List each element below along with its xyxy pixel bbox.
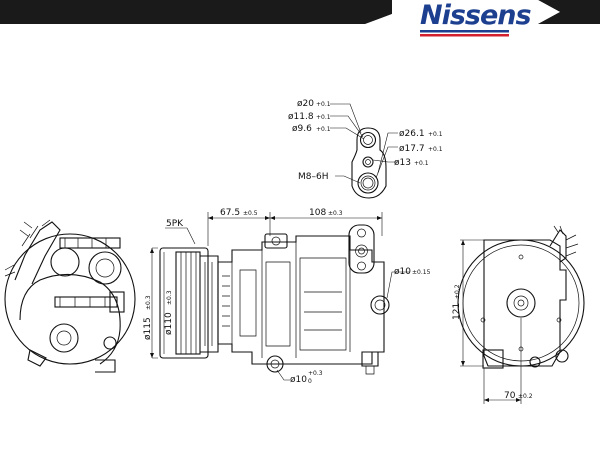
port-plate-detail: ø20 +0.1 ø11.8 +0.1 ø9.6 +0.1 ø26.1 +0.1…: [288, 99, 443, 199]
svg-text:±0.2: ±0.2: [454, 284, 461, 299]
dim-d115: ø115: [143, 317, 153, 340]
nissens-logo: Nissens: [420, 0, 533, 37]
svg-text:+0.1: +0.1: [316, 126, 331, 133]
callout-d13: ø13: [394, 158, 411, 168]
callout-d17-7: ø17.7: [399, 144, 425, 154]
dim-bolt-right: ø10: [394, 267, 411, 277]
svg-text:±0.5: ±0.5: [243, 210, 258, 217]
pulley-type-label: 5PK: [166, 219, 184, 229]
dim-bolt-bottom: ø10: [290, 375, 307, 385]
svg-text:±0.15: ±0.15: [412, 269, 431, 276]
logo-underline-blue: [420, 30, 509, 33]
dim-67-5: 67.5: [220, 208, 240, 218]
front-view: 121 ±0.2 70 ±0.2: [452, 225, 585, 404]
svg-text:+0.1: +0.1: [428, 146, 443, 153]
logo-underline-red: [420, 34, 509, 37]
callout-d26-1: ø26.1: [399, 129, 425, 139]
callout-d9-6: ø9.6: [292, 124, 312, 134]
header-bar: [0, 0, 600, 24]
header-dark-band: [0, 0, 392, 24]
svg-text:±0.2: ±0.2: [518, 393, 533, 400]
svg-text:±0.3: ±0.3: [145, 295, 152, 310]
dim-108: 108: [309, 208, 326, 218]
svg-text:0: 0: [308, 378, 312, 385]
logo-wordmark: Nissens: [420, 0, 532, 31]
svg-text:+0.1: +0.1: [316, 101, 331, 108]
left-end-view: [4, 219, 136, 373]
dim-121: 121: [452, 303, 462, 320]
svg-text:+0.1: +0.1: [414, 160, 429, 167]
dim-70: 70: [504, 391, 516, 401]
callout-thread: M8–6H: [298, 172, 329, 182]
side-view: 67.5 ±0.5 108 ±0.3 5PK ø115 ±0.3 ø110 ±0…: [143, 208, 431, 385]
svg-text:±0.3: ±0.3: [328, 210, 343, 217]
svg-text:+0.3: +0.3: [308, 370, 323, 377]
dim-d110: ø110: [164, 312, 174, 335]
svg-text:±0.3: ±0.3: [166, 290, 173, 305]
svg-text:+0.1: +0.1: [428, 131, 443, 138]
svg-text:+0.1: +0.1: [316, 114, 331, 121]
callout-d11-8: ø11.8: [288, 112, 314, 122]
callout-d20: ø20: [297, 99, 314, 109]
